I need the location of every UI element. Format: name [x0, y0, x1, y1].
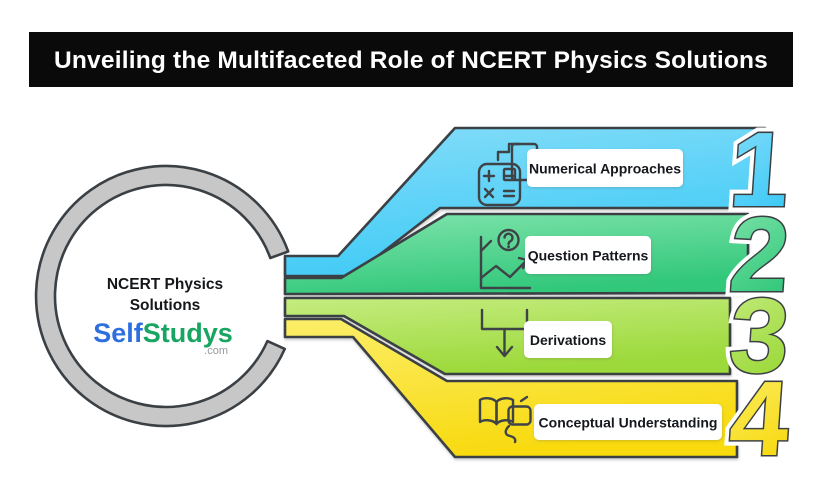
step-3-ribbon [283, 296, 732, 376]
step-number-outline: 3 [726, 277, 793, 395]
page-title: Unveiling the Multifaceted Role of NCERT… [54, 47, 768, 74]
circle-title-line2: Solutions [130, 297, 201, 314]
trend-chart-question-icon [479, 228, 532, 290]
title-bar-background [29, 32, 793, 87]
logo-part-studys: Studys [143, 318, 233, 348]
step-1-label-box [527, 149, 683, 187]
step-3-number: 3 3 [720, 272, 798, 401]
step-2: 2 2 Question Patterns [283, 191, 799, 320]
step-4-label: Conceptual Understanding [539, 415, 718, 431]
open-book-chat-icon [478, 395, 532, 444]
center-circle: NCERT Physics Solutions SelfStudys .com [34, 164, 290, 428]
step-4: 4 4 Conceptual Understanding [283, 317, 799, 484]
step-1-number: 1 1 [720, 106, 798, 235]
step-2-label: Question Patterns [528, 248, 649, 264]
step-4-label-box [534, 404, 722, 440]
logo-part-self: Self [93, 318, 144, 348]
step-number: 3 [726, 277, 793, 395]
step-1-label: Numerical Approaches [529, 161, 681, 177]
step-2-label-box [525, 236, 651, 274]
calculator-document-icon [477, 142, 539, 207]
step-3-label-box [524, 321, 612, 358]
logo-suffix: .com [204, 345, 228, 357]
step-number: 4 [726, 360, 793, 478]
step-2-number: 2 2 [720, 191, 798, 320]
title-bar: Unveiling the Multifaceted Role of NCERT… [29, 32, 793, 87]
step-number: 1 [726, 111, 793, 229]
circle-title-line1: NCERT Physics [107, 276, 223, 293]
step-number-outline: 4 [726, 360, 793, 478]
step-number: 2 [726, 196, 793, 314]
step-number-outline: 2 [726, 196, 793, 314]
step-3: 3 3 Derivations [283, 272, 799, 401]
step-1: 1 1 Numerical Approaches [283, 106, 799, 278]
step-3-label: Derivations [530, 332, 606, 348]
selfstudys-logo: SelfStudys [93, 318, 233, 348]
circle-ring [34, 164, 290, 428]
step-4-number: 4 4 [720, 355, 798, 484]
